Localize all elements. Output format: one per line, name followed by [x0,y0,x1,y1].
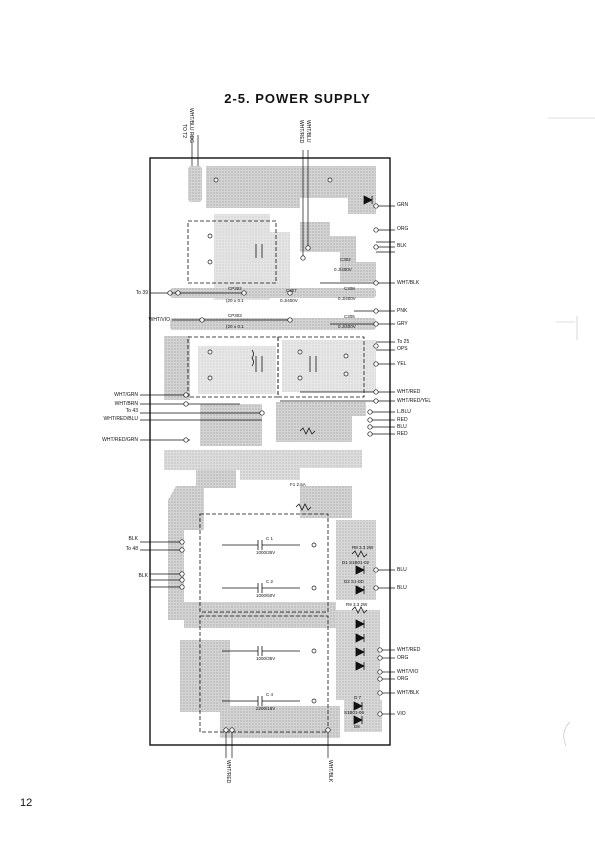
page-number: 12 [20,797,33,809]
label-wht-red-yel: WHT/RED/YEL [397,398,432,404]
label-blk-right: BLK [397,243,407,249]
label-wht-blu-rdg: WHT/BLU RDG [188,108,194,143]
solder-pads [167,177,383,733]
label-c302: C302 [340,257,351,262]
label-blk-left-2: BLK [138,573,148,579]
label-wht-blu-top: WHT/BLU [305,120,311,143]
label-red-1: RED [397,417,408,423]
label-wht-blk-2: WHT/BLK [397,690,420,696]
label-wht-red-top: WHT/RED [298,120,304,144]
label-cp303-value: (20 ± 0.1 [226,324,244,329]
page-title: 2-5. POWER SUPPLY [224,91,371,106]
label-c307: C307 [286,288,297,293]
label-to25: To 25 [397,339,410,345]
label-c2-value: 1000/50V [256,593,276,598]
component-outlines [187,220,365,733]
label-blu-3: BLU [397,585,407,591]
label-c2: C 2 [266,579,274,584]
copper-traces [164,166,382,738]
label-f1: F1 2.5A [290,482,306,487]
label-ops: OPS [397,346,408,352]
label-cp302: CP302 [228,286,242,291]
label-red-2: RED [397,431,408,437]
label-blu-1: BLU [397,424,407,430]
label-wht-blk-bottom: WHT/BLK [327,760,333,783]
label-wht-vio-left: WHT/VIO [148,317,170,323]
label-wht-red-right: WHT/RED [397,389,421,395]
label-wht-blk-1: WHT/BLK [397,280,420,286]
label-blu-2: BLU [397,567,407,573]
label-c4-value: 2200/16V [256,706,276,711]
label-d7: D 7 [354,695,362,700]
label-c302-value: 0.J/400V [334,267,352,272]
label-c3-value: 1000/35V [256,656,276,661]
label-org-2: ORG [397,655,409,661]
label-d2: D2 S1-0D [344,579,364,584]
label-to43: To 43 [125,408,138,414]
label-to48: To 48 [125,546,138,552]
label-l-blu: L.BLU [397,409,411,415]
label-grn: GRN [397,202,409,208]
label-wht-red-grn: WHT/RED/GRN [102,437,138,443]
label-wht-brn: WHT/BRN [114,401,138,407]
label-d8: D8 [354,724,360,729]
label-wht-vio-right: WHT/VIO [397,669,419,675]
label-wht-red-blu: WHT/RED/BLU [103,416,138,422]
label-to-t2: TO T2 [181,124,187,138]
label-gry: GRY [397,321,408,327]
label-c308-value: 0.J/400V [338,296,356,301]
label-c305-value: 0.J/400V [338,324,356,329]
label-blk-left-1: BLK [128,536,138,542]
label-c307-value: 0.J/400V [280,298,298,303]
label-c1-value: 1000/35V [256,550,276,555]
component-symbols [222,195,373,725]
label-org-3: ORG [397,676,409,682]
label-pnk: PNK [397,308,408,314]
label-d1: D1 S1B01-02 [342,560,370,565]
label-c1: C 1 [266,536,274,541]
label-org-1: ORG [397,226,409,232]
label-r8: R8 3.3 2W [352,545,374,550]
label-cp302-value: (20 ± 0.1 [226,298,244,303]
label-d7-value: S1B01-06 [344,710,365,715]
label-yel: YEL [397,361,407,367]
label-c308: C308 [344,286,355,291]
scan-marks [548,117,595,747]
label-vio: VIO [397,711,406,717]
label-wht-red-bottom: WHT/RED [225,760,231,784]
label-wht-red-2: WHT/RED [397,647,421,653]
label-to39: To 39 [135,290,148,296]
label-wht-grn: WHT/GRN [114,392,138,398]
label-c4: C 4 [266,692,274,697]
label-r9: R9 3.3 2W [346,602,368,607]
label-c305: C305 [344,314,355,319]
label-cp303: CP303 [228,313,242,318]
